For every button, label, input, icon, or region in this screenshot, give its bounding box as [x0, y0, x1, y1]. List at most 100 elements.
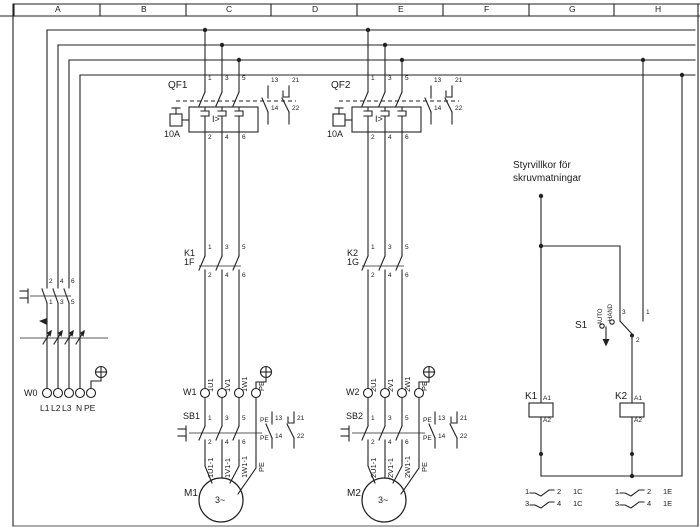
wire-label: 1V1 [223, 378, 232, 392]
contactor-terminal: 1 [371, 244, 375, 251]
xref-terminal: 2 [557, 487, 562, 496]
wire-label: 2W1-1 [403, 455, 412, 478]
column-label-g: G [569, 4, 576, 14]
switch-terminal: 5 [242, 415, 246, 422]
wire-label: 2U1-1 [369, 457, 378, 478]
contactor-terminal: 4 [225, 272, 229, 279]
column-label-b: B [141, 4, 147, 14]
wire-label: 1U1-1 [206, 457, 215, 478]
column-label-e: E [398, 4, 404, 14]
breaker-name: QF2 [331, 80, 351, 91]
q0-terminal: 5 [71, 299, 75, 306]
column-label-h: H [655, 4, 662, 14]
contactor-ref: 1F [184, 257, 195, 267]
motor-type: 3~ [215, 495, 226, 505]
q0-terminal: 2 [49, 278, 53, 285]
breaker-trip-symbol: I> [375, 114, 383, 124]
xref-location: 1E [663, 487, 673, 496]
column-label-a: A [55, 4, 61, 14]
contactor-terminal: 3 [388, 244, 392, 251]
switch-terminal: 3 [225, 415, 229, 422]
switch-aux-terminal: 14 [275, 433, 283, 440]
safety-switch-name: SB2 [346, 411, 364, 421]
breaker-aux-terminal: 14 [271, 105, 279, 112]
breaker-aux-terminal: 22 [292, 105, 300, 112]
wire-label: 2W1 [403, 376, 412, 392]
switch-pe-label: PE [260, 435, 269, 442]
switch-pe-label: PE [260, 417, 269, 424]
safety-switch-name: SB1 [183, 411, 201, 421]
wire-label: 1W1-1 [240, 455, 249, 478]
contactor-terminal: 1 [208, 244, 212, 251]
contactor-terminal: 5 [405, 244, 409, 251]
xref-terminal: 3 [615, 499, 620, 508]
contactor-terminal: 3 [225, 244, 229, 251]
incoming-cable-label: W0 [24, 388, 38, 398]
contactor-name: K1 [184, 248, 196, 258]
supply-terminal-label: L2 [51, 403, 61, 413]
wire-label: 2V1 [386, 378, 395, 392]
selector-position-hand: HAND [608, 303, 614, 321]
supply-terminal-label: PE [84, 403, 96, 413]
main-switch-q0 [19, 288, 108, 399]
junction-dots [202, 27, 685, 479]
switch-pe-label: PE [423, 435, 432, 442]
contactor-terminal: 6 [242, 272, 246, 279]
switch-aux-terminal: 21 [297, 415, 305, 422]
switch-terminal: 2 [208, 439, 212, 446]
breaker-name: QF1 [168, 80, 188, 91]
switch-terminal: 4 [225, 439, 229, 446]
breaker-aux-terminal: 13 [434, 77, 442, 84]
breaker-terminal: 1 [371, 75, 375, 82]
switch-aux-terminal: 21 [460, 415, 468, 422]
column-label-d: D [312, 4, 319, 14]
selector-terminal: 2 [636, 337, 640, 344]
switch-terminal: 1 [371, 415, 375, 422]
supply-terminal-label: N [76, 403, 83, 413]
breaker-terminal: 3 [388, 75, 392, 82]
selector-position-auto: AUTO [598, 308, 604, 325]
selector-name: S1 [575, 320, 588, 331]
column-label-f: F [484, 4, 490, 14]
control-circuit [528, 59, 683, 509]
coil-terminal: A2 [543, 417, 551, 424]
xref-terminal: 1 [525, 487, 530, 496]
q0-terminal: 4 [60, 278, 64, 285]
motor-type: 3~ [378, 495, 389, 505]
motor-name: M2 [347, 488, 361, 499]
switch-terminal: 3 [388, 415, 392, 422]
xref-terminal: 3 [525, 499, 530, 508]
q0-terminal: 1 [49, 299, 53, 306]
q0-terminal: 3 [60, 299, 64, 306]
breaker-terminal: 6 [405, 134, 409, 141]
contact-ref-symbols [529, 489, 645, 509]
contactor-terminal: 6 [405, 272, 409, 279]
cable-name: W1 [183, 387, 197, 397]
xref-location: 1C [573, 499, 583, 508]
coil-terminal: A1 [543, 395, 551, 402]
contactor-name: K2 [347, 248, 359, 258]
xref-terminal: 1 [615, 487, 620, 496]
wire-label: 1U1 [206, 378, 215, 392]
switch-terminal: 1 [208, 415, 212, 422]
xref-location: 1C [573, 487, 583, 496]
switch-aux-terminal: 13 [438, 415, 446, 422]
supply-terminal-label: L3 [62, 403, 72, 413]
xref-terminal: 2 [647, 487, 652, 496]
breaker-terminal: 4 [225, 134, 229, 141]
coil-name: K1 [525, 391, 538, 402]
wire-label: PE [420, 380, 429, 391]
wire-label: PE [420, 461, 429, 472]
supply-terminal-label: L1 [40, 403, 50, 413]
branch-qf2 [332, 29, 460, 523]
breaker-trip-symbol: I> [212, 114, 220, 124]
coil-terminal: A2 [634, 417, 642, 424]
control-note-line1: Styrvillkor för [513, 160, 571, 171]
switch-terminal: 6 [405, 439, 409, 446]
wire-label: 1W1 [240, 376, 249, 392]
wire-label: PE [257, 461, 266, 472]
q0-terminal: 6 [71, 278, 75, 285]
coil-terminal: A1 [634, 395, 642, 402]
column-label-c: C [226, 4, 233, 14]
